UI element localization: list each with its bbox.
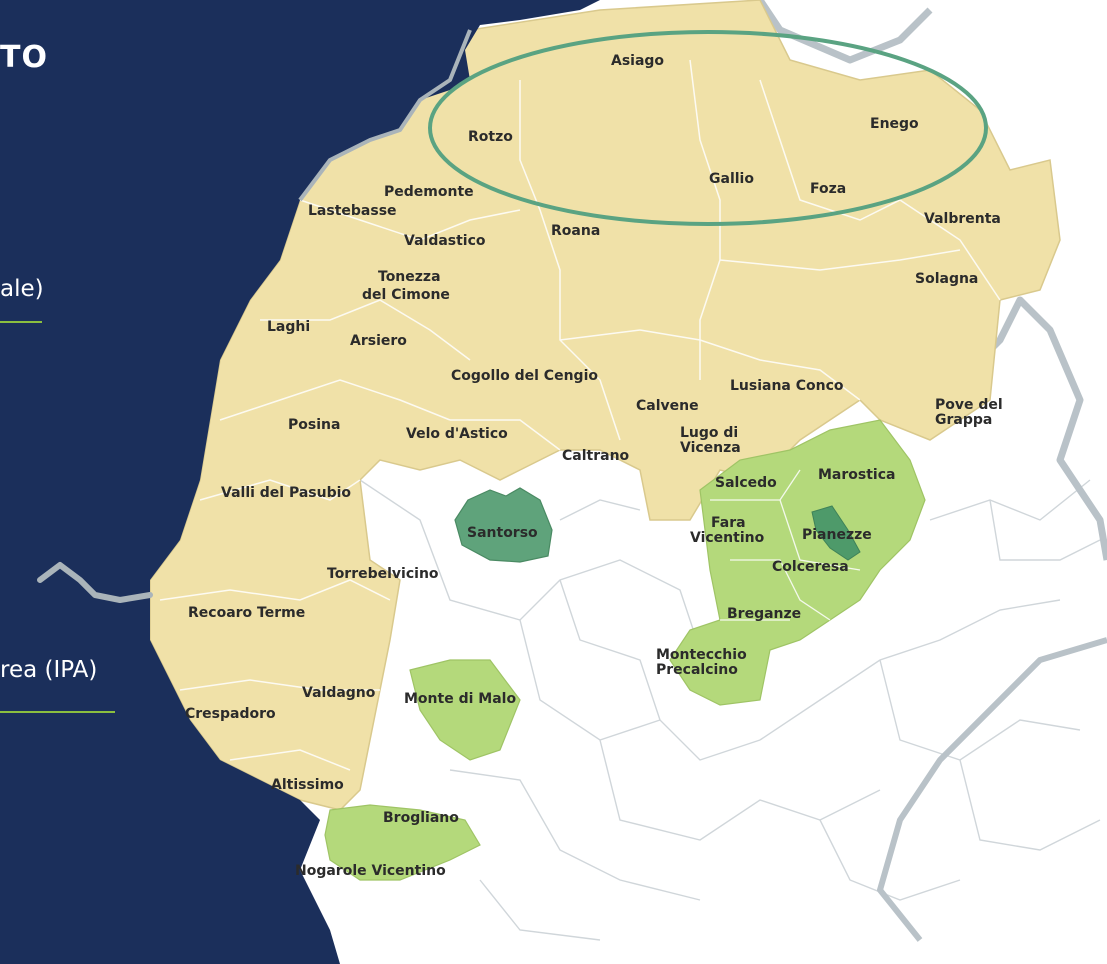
legend-underline-2 [0,711,115,713]
town-label-tonezza-2: del Cimone [362,287,450,303]
ipa-east-inner-borders [710,469,861,621]
town-label-lusiana: Lusiana Conco [730,378,844,394]
town-label-laghi: Laghi [267,319,311,335]
highlight-ellipse [428,30,988,226]
neighbour-borders [359,479,1101,941]
regional-border-east-lower [877,637,1107,942]
legend-underline-1 [0,321,42,323]
town-label-monte-di-malo: Monte di Malo [404,691,517,707]
town-label-gallio: Gallio [709,171,754,187]
grey-border-north [298,29,472,202]
town-label-fara-1: Fara [711,515,746,531]
town-label-altissimo: Altissimo [271,777,344,793]
town-label-lastebasse: Lastebasse [308,203,397,219]
town-label-valli: Valli del Pasubio [221,485,352,501]
mountain-inner-borders [159,59,1001,771]
town-label-breganze: Breganze [727,606,802,622]
town-label-salcedo: Salcedo [715,475,777,491]
legend-label-fragment-2: rea (IPA) [0,657,98,683]
town-label-pove-1: Pove del [935,397,1003,413]
town-label-colceresa: Colceresa [772,559,849,575]
panel-title-fragment: TO [0,40,48,75]
regional-border-north [757,0,933,64]
town-label-crespadoro: Crespadoro [185,706,276,722]
monte-di-malo-area [409,659,521,761]
town-label-pedemonte: Pedemonte [384,184,474,200]
town-label-posina: Posina [288,417,341,433]
town-label-calvene: Calvene [636,398,699,414]
town-label-enego: Enego [870,116,919,132]
town-label-brogliano: Brogliano [383,810,459,826]
town-label-rotzo: Rotzo [468,129,513,145]
legend-label-fragment-1: ale) [0,276,44,302]
town-label-tonezza-1: Tonezza [378,269,441,285]
town-label-nogarole: Nogarole Vicentino [295,863,446,879]
town-label-montecchio-1: Montecchio [656,647,747,663]
navy-panel [0,0,600,964]
santorso-area [454,487,553,563]
grey-border-squiggle [37,562,153,603]
town-label-roana: Roana [551,223,601,239]
town-label-caltrano: Caltrano [562,448,630,464]
town-label-velo: Velo d'Astico [406,426,508,442]
town-label-foza: Foza [810,181,847,197]
town-label-santorso: Santorso [467,525,538,541]
town-label-fara-2: Vicentino [690,530,765,546]
town-label-recoaro: Recoaro Terme [188,605,306,621]
town-label-arsiero: Arsiero [350,333,407,349]
town-label-pianezze: Pianezze [802,527,872,543]
town-label-marostica: Marostica [818,467,896,483]
brogliano-area [324,804,481,881]
pianezze-highlight [811,505,861,561]
town-label-asiago: Asiago [611,53,665,69]
regional-border-east [957,296,1107,561]
town-label-valdastico: Valdastico [404,233,486,249]
town-label-valdagno: Valdagno [302,685,376,701]
town-label-cogollo: Cogollo del Cengio [451,368,598,384]
town-label-montecchio-2: Precalcino [656,662,738,678]
town-label-solagna: Solagna [915,271,979,287]
town-label-torrebelvicino: Torrebelvicino [327,566,439,582]
town-label-valbrenta: Valbrenta [924,211,1001,227]
town-label-lugo-1: Lugo di [680,425,739,441]
town-label-lugo-2: Vicenza [680,440,741,456]
town-label-pove-2: Grappa [935,412,993,428]
